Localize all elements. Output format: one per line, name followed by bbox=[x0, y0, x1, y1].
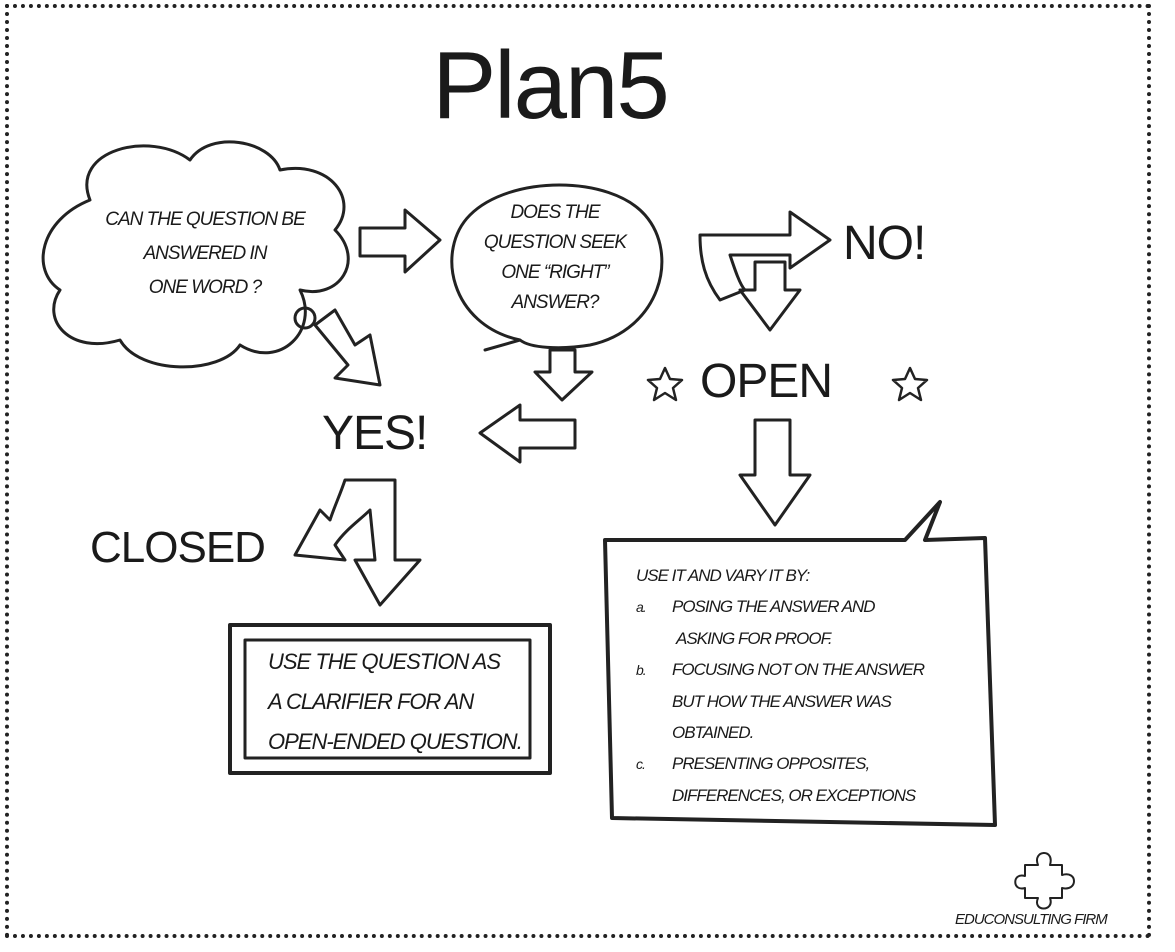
arrow-right-icon bbox=[358, 208, 442, 274]
arrow-down-icon bbox=[533, 348, 594, 402]
open-callout-box bbox=[603, 500, 997, 827]
list-line: FOCUSING NOT ON THE ANSWER bbox=[672, 660, 925, 679]
open-box-heading: USE IT AND VARY IT BY: bbox=[636, 566, 810, 585]
bubble-line: DOES THE bbox=[510, 202, 600, 223]
closed-box-outer bbox=[228, 623, 552, 775]
cloud-question: CAN THE QUESTION BE ANSWERED IN ONE WORD… bbox=[90, 203, 320, 305]
star-icon bbox=[891, 366, 929, 402]
list-line: POSING THE ANSWER AND bbox=[672, 597, 876, 616]
list-line: ASKING FOR PROOF. bbox=[676, 629, 833, 648]
yes-label: YES! bbox=[322, 407, 428, 460]
list-item: b. FOCUSING NOT ON THE ANSWER bbox=[636, 654, 925, 686]
arrow-down-icon bbox=[738, 418, 812, 527]
closed-line: USE THE QUESTION AS bbox=[268, 649, 501, 674]
fork-arrow-icon bbox=[293, 478, 422, 607]
closed-box-text: USE THE QUESTION AS A CLARIFIER FOR AN O… bbox=[268, 642, 523, 762]
dotted-border bbox=[5, 4, 1151, 938]
arrow-down-right-icon bbox=[313, 308, 382, 387]
thought-cloud bbox=[41, 140, 350, 369]
cloud-line: ANSWERED IN bbox=[143, 243, 267, 264]
list-line: DIFFERENCES, OR EXCEPTIONS bbox=[672, 786, 916, 805]
arrow-left-icon bbox=[478, 403, 577, 464]
list-line: OBTAINED. bbox=[672, 723, 754, 742]
cloud-line: ONE WORD ? bbox=[148, 277, 262, 298]
list-line: BUT HOW THE ANSWER WAS bbox=[672, 692, 892, 711]
list-marker: c. bbox=[636, 756, 646, 772]
cloud-line: CAN THE QUESTION BE bbox=[105, 209, 306, 230]
no-label: NO! bbox=[843, 217, 926, 270]
open-label: OPEN bbox=[700, 355, 833, 408]
list-item: c. PRESENTING OPPOSITES, bbox=[636, 748, 924, 780]
footer-brand: EDUCONSULTING FIRM bbox=[955, 911, 1108, 928]
thought-dot bbox=[293, 306, 317, 330]
bubble-line: QUESTION SEEK bbox=[483, 232, 627, 253]
list-item: a. POSING THE ANSWER AND bbox=[636, 591, 924, 623]
speech-bubble bbox=[450, 183, 664, 352]
star-icon bbox=[646, 366, 684, 402]
closed-label: CLOSED bbox=[90, 523, 266, 572]
bubble-line: ONE “RIGHT” bbox=[501, 262, 609, 283]
arrow-down-icon bbox=[738, 260, 802, 332]
open-box-text: USE IT AND VARY IT BY: a. POSING THE ANSW… bbox=[636, 560, 925, 811]
bubble-line: ANSWER? bbox=[511, 292, 600, 313]
list-marker: b. bbox=[636, 662, 647, 678]
bubble-question: DOES THE QUESTION SEEK ONE “RIGHT” ANSWE… bbox=[470, 198, 640, 318]
list-line: PRESENTING OPPOSITES, bbox=[672, 754, 870, 773]
closed-box-inner bbox=[243, 638, 532, 760]
list-marker: a. bbox=[636, 599, 647, 615]
page-title: Plan5 bbox=[432, 32, 670, 139]
closed-line: A CLARIFIER FOR AN bbox=[268, 689, 474, 714]
curved-arrow-right-icon bbox=[698, 210, 832, 302]
puzzle-icon bbox=[1014, 852, 1075, 910]
closed-line: OPEN-ENDED QUESTION. bbox=[268, 729, 523, 754]
